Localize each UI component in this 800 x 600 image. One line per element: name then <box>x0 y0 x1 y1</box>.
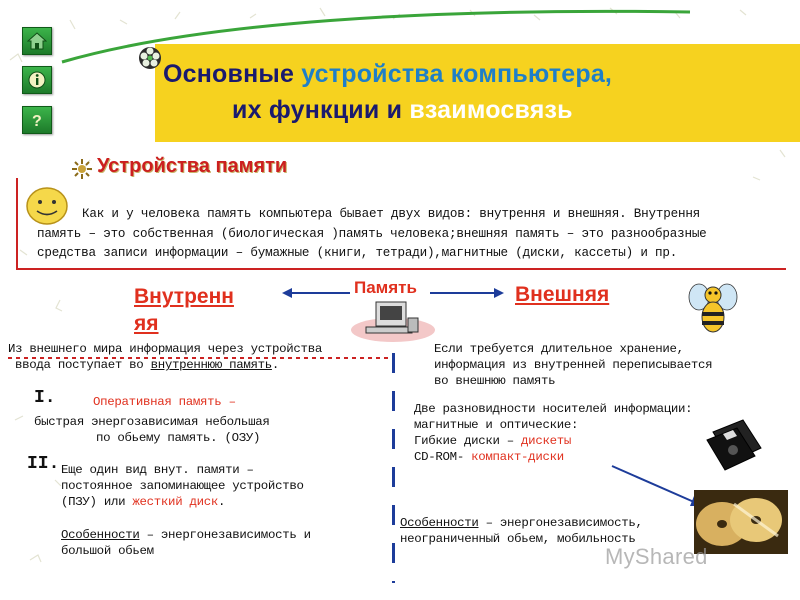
flower-bullet-icon <box>139 47 161 69</box>
title-word: Основные <box>163 60 295 88</box>
divider <box>392 353 395 583</box>
intro-line: память – это собственная (биологическая … <box>37 226 707 241</box>
intro-line: средства записи информации – бумажные (к… <box>37 246 678 260</box>
external-memory-heading: Внешняя <box>515 283 610 306</box>
title-word: компьютера, <box>450 60 613 88</box>
page-title-line1: Основные устройства компьютера, <box>163 60 612 89</box>
text-line: по обьему память. (ОЗУ) <box>96 431 261 445</box>
text-fragment: – энергонезависимость и <box>139 528 311 542</box>
text-line: Еще один вид внут. памяти – <box>61 463 254 477</box>
decorative-swoosh <box>61 9 691 64</box>
external-features: Особенности – энергонезависимость, неогр… <box>400 515 643 547</box>
text-line: Если требуется длительное хранение, <box>434 342 684 356</box>
info-button[interactable] <box>22 66 52 94</box>
heading-line: яя <box>134 312 159 335</box>
title-word: устройства <box>301 60 444 88</box>
help-button[interactable]: ? <box>22 106 52 134</box>
text-fragment: Гибкие диски – <box>414 434 514 448</box>
title-word: их <box>232 96 262 124</box>
star-bullet-icon <box>72 159 92 179</box>
text-line: постоянное запоминающее устройство <box>61 479 304 493</box>
internal-description: Из внешнего мира информация через устрой… <box>8 341 322 373</box>
floppy-disk-icon <box>706 419 762 471</box>
computer-icon <box>351 301 435 342</box>
internal-memory-heading: Внутренн яя <box>134 283 234 337</box>
frame-line <box>16 178 18 270</box>
smiley-icon <box>26 187 68 225</box>
text-line: магнитные и оптические: <box>414 418 579 432</box>
text-fragment: . <box>218 495 226 509</box>
text-fragment: (ПЗУ) или <box>61 495 126 509</box>
item-numeral: II. <box>27 454 60 474</box>
title-word: взаимосвязь <box>409 96 573 124</box>
rom-description: Еще один вид внут. памяти – постоянное з… <box>61 462 304 510</box>
svg-text:?: ? <box>32 113 42 130</box>
section-subtitle: Устройства памяти <box>97 155 288 177</box>
hard-disk-text: жесткий диск <box>132 495 219 509</box>
text-line: большой обьем <box>61 544 154 558</box>
home-button[interactable] <box>22 27 52 55</box>
features-label: Особенности <box>61 528 140 542</box>
page-title-line2: их функции и взаимосвязь <box>232 96 573 125</box>
internal-memory-link: внутреннюю память <box>150 358 273 372</box>
frame-line <box>16 268 786 270</box>
divider <box>8 357 388 359</box>
text-line: Из внешнего мира информация через устрой… <box>8 342 322 356</box>
ram-title: Оперативная память – <box>93 395 236 409</box>
internal-features: Особенности – энергонезависимость и боль… <box>61 527 311 559</box>
features-label: Особенности <box>400 516 479 530</box>
title-word: и <box>386 96 403 124</box>
text-line: быстрая энергозависимая небольшая <box>34 415 270 429</box>
floppy-text: дискеты <box>521 434 571 448</box>
text-line: информация из внутренней переписывается <box>434 358 713 372</box>
text-fragment: CD-ROM- <box>414 450 464 464</box>
item-numeral: I. <box>34 388 56 408</box>
external-description: Если требуется длительное хранение, инфо… <box>434 341 713 389</box>
title-word: функции <box>268 96 380 124</box>
text-line: Две разновидности носителей информации: <box>414 402 693 416</box>
text-fragment: ввода поступает во <box>15 358 144 372</box>
home-icon <box>27 32 47 50</box>
text-fragment: . <box>271 358 280 372</box>
bee-icon <box>688 283 738 333</box>
text-line: во внешнюю память <box>434 374 556 388</box>
cd-disc-icon <box>694 490 788 554</box>
info-icon <box>28 71 46 89</box>
title-band <box>155 44 800 142</box>
media-types: Две разновидности носителей информации: … <box>414 401 693 465</box>
heading-line: Внутренн <box>134 285 234 308</box>
text-line: неограниченный обьем, мобильность <box>400 532 636 546</box>
text-fragment: – энергонезависимость, <box>478 516 643 530</box>
direction-arrows <box>282 288 504 298</box>
cd-text: компакт-диски <box>471 450 564 464</box>
question-icon: ? <box>32 113 42 130</box>
ram-description: быстрая энергозависимая небольшая по обь… <box>34 414 270 446</box>
intro-line: Как и у человека память компьютера бывае… <box>82 207 701 221</box>
memory-label: Память <box>354 278 417 297</box>
watermark: MyShared <box>605 544 708 569</box>
intro-paragraph: Как и у человека память компьютера бывае… <box>37 205 797 264</box>
